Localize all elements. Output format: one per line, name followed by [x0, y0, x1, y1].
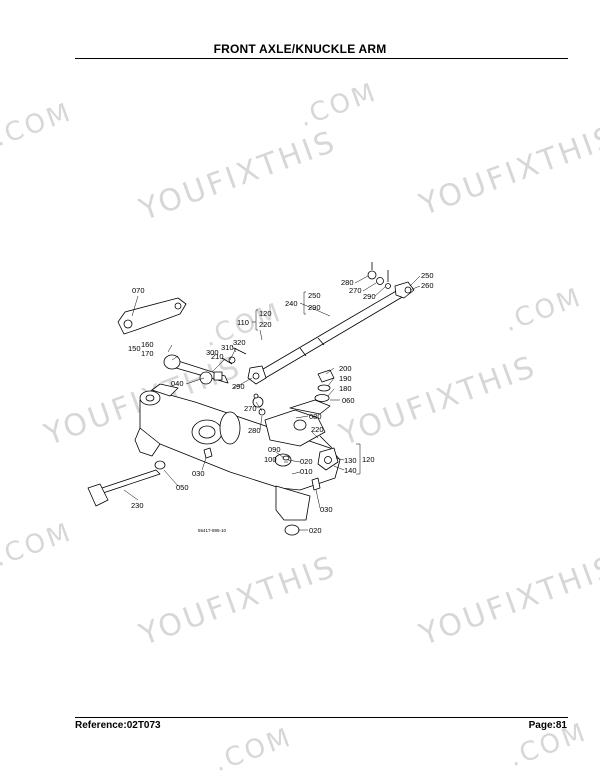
callout: 310	[221, 343, 234, 352]
callout: 230	[131, 501, 144, 510]
callout: 220	[259, 320, 272, 329]
callout: 140	[344, 466, 357, 475]
callout: 200	[339, 364, 352, 373]
callout: 020	[300, 457, 313, 466]
callout: 290	[308, 303, 321, 312]
callout: 180	[339, 384, 352, 393]
callout: 050	[176, 483, 189, 492]
callout: 320	[233, 338, 246, 347]
page-number: Page:81	[528, 720, 567, 731]
footer-rule	[75, 717, 568, 718]
callout: 280	[248, 426, 261, 435]
callout: 110	[237, 318, 249, 327]
callout: 030	[320, 505, 333, 514]
callout: 270	[244, 404, 257, 413]
tie-rod-tube	[257, 289, 405, 381]
reference-label: Reference:02T073	[75, 720, 161, 731]
callout: 020	[309, 526, 322, 535]
callout: 120	[362, 455, 375, 464]
callout: 170	[141, 349, 154, 358]
callout: 070	[132, 286, 145, 295]
callout: 250	[308, 291, 321, 300]
callout: 040	[171, 379, 184, 388]
callout: 030	[192, 469, 205, 478]
callout: 010	[300, 467, 313, 476]
callout: 250	[421, 271, 434, 280]
tie-rod-end-right	[394, 281, 415, 299]
callout: 280	[341, 278, 354, 287]
callout: 090	[268, 445, 281, 454]
callout: 290	[363, 292, 376, 301]
callout: 160	[141, 340, 154, 349]
callout: 120	[259, 309, 272, 318]
callout: 210	[211, 352, 224, 361]
callout: 060	[342, 396, 355, 405]
callout: 220	[311, 425, 324, 434]
callout: 240	[285, 299, 298, 308]
figure-code: 55417-895-10	[198, 528, 227, 533]
callout: 080	[309, 412, 322, 421]
callout: 290	[232, 382, 245, 391]
page-title: FRONT AXLE/KNUCKLE ARM	[213, 42, 387, 56]
header-rule	[75, 58, 568, 59]
callout: 190	[339, 374, 352, 383]
knuckle-arm-070	[117, 297, 187, 335]
pin-230	[95, 469, 161, 495]
callout: 100	[264, 455, 277, 464]
callout: 260	[421, 281, 434, 290]
callout: 300	[206, 348, 219, 357]
callout: 130	[344, 456, 357, 465]
callout: 270	[349, 286, 362, 295]
callout: 150	[128, 344, 141, 353]
